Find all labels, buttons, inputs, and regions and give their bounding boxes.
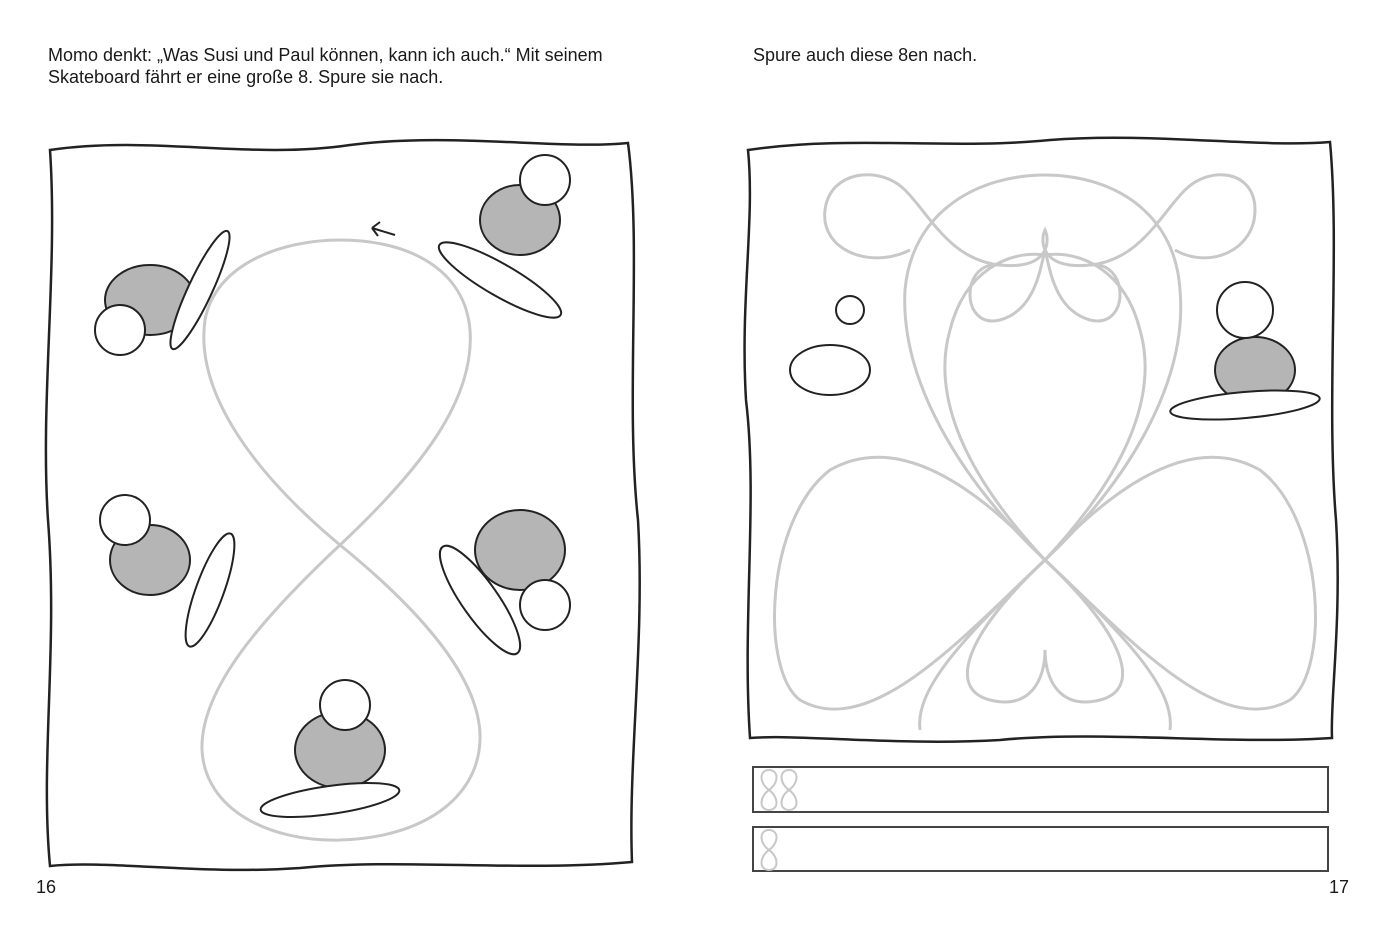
direction-arrow-icon [371, 221, 396, 237]
trace-eights-icon [760, 768, 798, 812]
trace-eight-icon [760, 828, 778, 872]
instruction-text-left: Momo denkt: „Was Susi und Paul können, k… [48, 45, 603, 87]
bear-skateboard-illustration [94, 154, 571, 818]
writing-line-1[interactable] [752, 766, 1329, 813]
trace-figure-eights-group [773, 173, 1317, 731]
left-picture-frame [44, 138, 641, 872]
right-picture-frame [743, 136, 1339, 743]
writing-line-2[interactable] [752, 826, 1329, 872]
trace-figure-eight-large [200, 238, 482, 842]
hen-and-bear-illustration [789, 281, 1321, 421]
instruction-text-right: Spure auch diese 8en nach. [753, 45, 978, 65]
page-number-right: 17 [1329, 877, 1350, 897]
page-number-left: 16 [36, 877, 57, 897]
